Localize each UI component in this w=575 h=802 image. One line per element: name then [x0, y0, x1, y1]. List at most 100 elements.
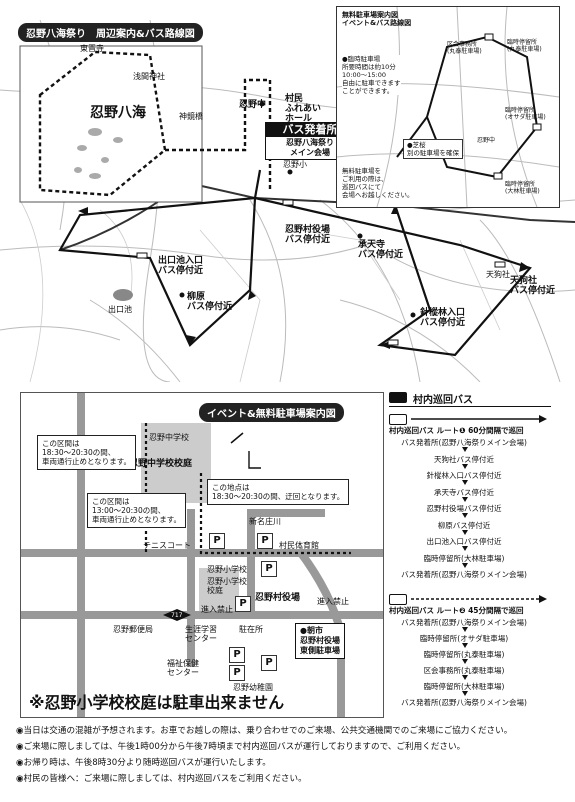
bus-stop-marker	[494, 261, 506, 268]
inset-label: 臨時停留所 (丸泰駐車場)	[507, 39, 542, 53]
note-line: ◉ご来場に際しましては、午後1時00分から午後7時頃まで村内巡回バスが運行してお…	[16, 742, 466, 752]
label-post-office: 忍野郵便局	[113, 625, 153, 634]
label-kindergarten: 忍野幼稚園	[233, 683, 273, 692]
label-tengu-shrine: 天狗社	[486, 270, 510, 279]
detour-mark	[230, 432, 244, 444]
label-shinkyo-bridge: 神鏡橋	[179, 112, 203, 121]
route-stop: 臨時停留所(大林駐車場)	[423, 553, 505, 563]
stop-shoten: 承天寺 バス停付近	[358, 240, 404, 260]
road	[0, 326, 121, 341]
label-deguchi-pond: 出口池	[108, 305, 132, 314]
route-stop: 針樅林入口バス停付近	[426, 471, 502, 480]
route-stop: 臨時停留所(丸泰駐車場)	[423, 650, 505, 659]
inset-label: 区会事務所 (丸泰駐車場)	[447, 41, 482, 55]
road	[299, 229, 401, 301]
route-stop: 出口池入口バス停付近	[426, 537, 502, 546]
notes: ◉当日は交通の混雑が予想されます。お車でお越しの際は、乗り合わせでのご来場、公共…	[0, 724, 575, 794]
route-step-arrow	[462, 691, 468, 696]
stop-yakuba: 忍野村役場 バス停付近	[285, 225, 331, 245]
route-stop: 天狗社バス停付近	[434, 454, 494, 464]
road	[199, 229, 261, 382]
road	[479, 219, 561, 382]
bus-panel: 村内巡回バス 村内巡回バス ルート❶ 60分間隔で巡回 バス発着所(忍野八海祭り…	[389, 392, 551, 718]
label-elementary-grounds: 忍野小学校 校庭	[207, 577, 247, 595]
route-step-arrow	[462, 496, 468, 502]
road	[339, 299, 481, 382]
inset-label: 臨時停留所 (大林駐車場)	[505, 181, 540, 195]
stop-haruki: 柳原 バス停付近	[187, 292, 233, 312]
route-step-arrow	[462, 627, 468, 632]
label-oshino-naka: 忍野中	[239, 100, 267, 110]
label-oshino-elementary: 忍野小	[283, 160, 307, 169]
bus-icon	[389, 414, 407, 425]
parking-icon: P	[235, 596, 251, 612]
pond	[101, 157, 109, 163]
pond	[74, 167, 82, 173]
label-tennis: テニスコート	[143, 541, 191, 550]
bus-route-1-line	[253, 169, 262, 199]
route-map: 忍野八海祭り 周辺案内&バス路線図 東晋寺 浅間神社 忍野八海 神鏡橋 忍野中 …	[0, 0, 575, 382]
note-line: ◉当日は交通の混雑が予想されます。お車でお越しの際は、乗り合わせでのご来場、公共…	[16, 726, 513, 736]
road	[376, 7, 400, 207]
label-elementary: 忍野小学校	[207, 565, 247, 574]
label-no-entry-b: 進入禁止	[201, 605, 233, 614]
bus-stop-marker	[387, 339, 399, 346]
road	[456, 7, 468, 207]
direction-arrow	[78, 207, 88, 215]
parking-icon: P	[261, 655, 277, 671]
road	[504, 7, 538, 207]
bus-icon	[389, 392, 407, 403]
no-parking-warning: ※忍野小学校校庭は駐車出来ません	[29, 693, 285, 712]
route-stop: 柳原バス停付近	[437, 520, 491, 530]
road	[19, 199, 44, 382]
asaichi-box: ●朝市 忍野村役場 東側駐車場	[295, 623, 345, 659]
route-2-heading: 村内巡回バス ルート❷ 45分間隔で巡回	[389, 606, 524, 615]
label-lifelong-center: 生涯学習 センター	[185, 625, 217, 643]
label-school: 忍野中学校	[149, 433, 189, 442]
route-717-label: 717	[171, 612, 183, 619]
inset-label: 忍野中	[477, 137, 496, 144]
label-yakuba: 忍野村役場	[255, 593, 301, 603]
road	[379, 249, 575, 293]
parking-marker	[493, 172, 503, 180]
parking-icon: P	[209, 533, 225, 549]
route-1-heading: 村内巡回バス ルート❶ 60分間隔で巡回	[389, 426, 524, 435]
route-stop: バス発着所(忍野八海祭りメイン会場)	[401, 438, 527, 447]
parking-marker	[484, 33, 494, 41]
parking-icon: P	[229, 647, 245, 663]
hakkai-area-frame	[19, 45, 203, 203]
route-step-arrow	[462, 447, 468, 452]
route-step-arrow	[462, 480, 468, 485]
stop-dot	[179, 292, 185, 298]
departure-title: バス発着所	[266, 123, 354, 137]
road	[99, 209, 133, 301]
label-no-entry-a: 進入禁止	[317, 597, 349, 606]
road	[89, 299, 181, 382]
inset-route-line	[425, 35, 539, 179]
pond	[113, 137, 123, 143]
route-map-title: 忍野八海祭り 周辺案内&バス路線図	[18, 23, 203, 42]
bus-route-1-line	[254, 196, 532, 357]
route-stop: 忍野村役場バス停付近	[426, 504, 502, 513]
stop-dot	[357, 233, 363, 239]
school-grounds-area	[141, 423, 211, 503]
parking-icon: P	[257, 533, 273, 549]
departure-sub: 忍野八海祭り メイン会場	[286, 138, 334, 157]
pond	[88, 128, 102, 136]
route-1: 村内巡回バス ルート❶ 60分間隔で巡回 バス発着所(忍野八海祭りメイン会場) 天…	[389, 412, 551, 580]
stop-tengu: 天狗社 バス停付近	[510, 276, 556, 296]
road	[249, 199, 287, 382]
bus-panel-header: 村内巡回バス	[389, 392, 551, 407]
route-stop: 臨時停留所(オサダ駐車場)	[419, 634, 509, 643]
inset-free-note: 無料駐車場を ご利用の際は、 巡回バスにて 会場へお越しください。	[342, 167, 414, 199]
label-school-grounds: 忍野中学校校庭	[129, 459, 193, 469]
label-welfare-center: 福祉保健 センター	[167, 659, 199, 677]
stop-dot	[259, 101, 265, 107]
stop-dot	[410, 312, 416, 318]
stop-deguchi-iriguchi: 出口池入口 バス停付近	[158, 256, 204, 276]
parking-icon: P	[261, 561, 277, 577]
inset-shiba: ●芝桜 別の駐車場を確保	[403, 139, 463, 159]
deguchi-pond	[113, 289, 133, 301]
bus-stop-marker	[136, 252, 148, 259]
note-line: ◉お帰り時は、午後8時30分より随時巡回バスが運行いたします。	[16, 758, 271, 768]
